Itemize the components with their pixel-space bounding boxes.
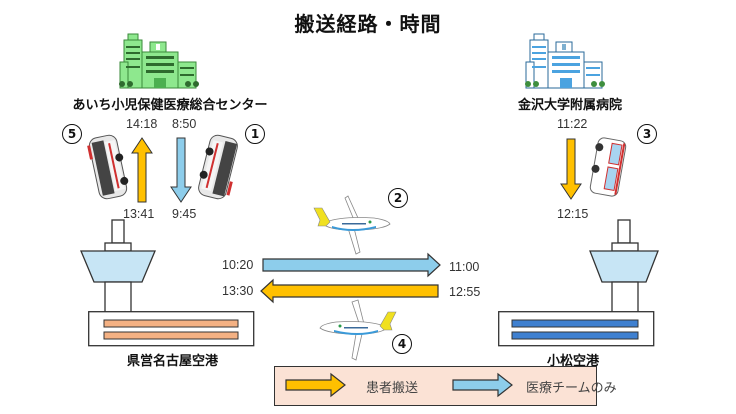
step-1-marker: 1 <box>245 124 265 144</box>
airport-left-terminal-icon <box>88 311 255 347</box>
legend <box>274 366 597 406</box>
time-leg5-depart: 13:41 <box>123 207 155 221</box>
hospital-right-icon <box>525 33 605 89</box>
time-leg1-arrive: 9:45 <box>172 207 197 221</box>
hospital-left-icon <box>119 33 199 89</box>
step-2-marker: 2 <box>388 188 408 208</box>
airport-right-tower-icon <box>589 219 659 314</box>
time-leg5-arrive: 14:18 <box>126 117 158 131</box>
arrow-leg2-right <box>262 252 441 278</box>
time-leg3-depart: 11:22 <box>557 117 588 131</box>
time-leg1-depart: 8:50 <box>172 117 197 131</box>
ambulance-3-icon <box>589 137 627 197</box>
airport-right-label: 小松空港 <box>546 354 599 369</box>
arrow-leg5-up <box>131 137 153 203</box>
time-leg4-arrive: 13:30 <box>222 284 254 298</box>
ambulance-5-icon <box>87 134 129 200</box>
arrow-leg1-down <box>170 137 192 203</box>
time-leg4-depart: 12:55 <box>449 285 481 299</box>
hospital-left-label: あいち小児保健医療総合センター <box>72 98 268 113</box>
hospital-right-label: 金沢大学附属病院 <box>517 98 622 113</box>
step-5-marker: 5 <box>62 124 82 144</box>
legend-medical-team-label: 医療チームのみ <box>526 381 617 396</box>
diagram-title: 搬送経路・時間 <box>294 12 442 36</box>
arrow-leg4-left <box>260 278 439 304</box>
airport-right-terminal-icon <box>498 311 655 347</box>
legend-medical-team-arrow <box>452 372 513 398</box>
time-leg3-arrive: 12:15 <box>557 207 589 221</box>
legend-patient-transport-arrow <box>285 372 346 398</box>
legend-patient-transport-label: 患者搬送 <box>366 381 419 396</box>
ambulance-1-icon <box>198 134 238 200</box>
airport-left-label: 県営名古屋空港 <box>126 354 218 369</box>
airport-left-tower-icon <box>80 219 156 314</box>
time-leg2-arrive: 11:00 <box>449 260 480 274</box>
step-3-marker: 3 <box>637 124 657 144</box>
step-4-marker: 4 <box>392 334 412 354</box>
airplane-4-icon <box>319 299 397 361</box>
arrow-leg3-down <box>560 138 582 200</box>
time-leg2-depart: 10:20 <box>222 258 254 272</box>
airplane-2-icon <box>313 195 391 255</box>
